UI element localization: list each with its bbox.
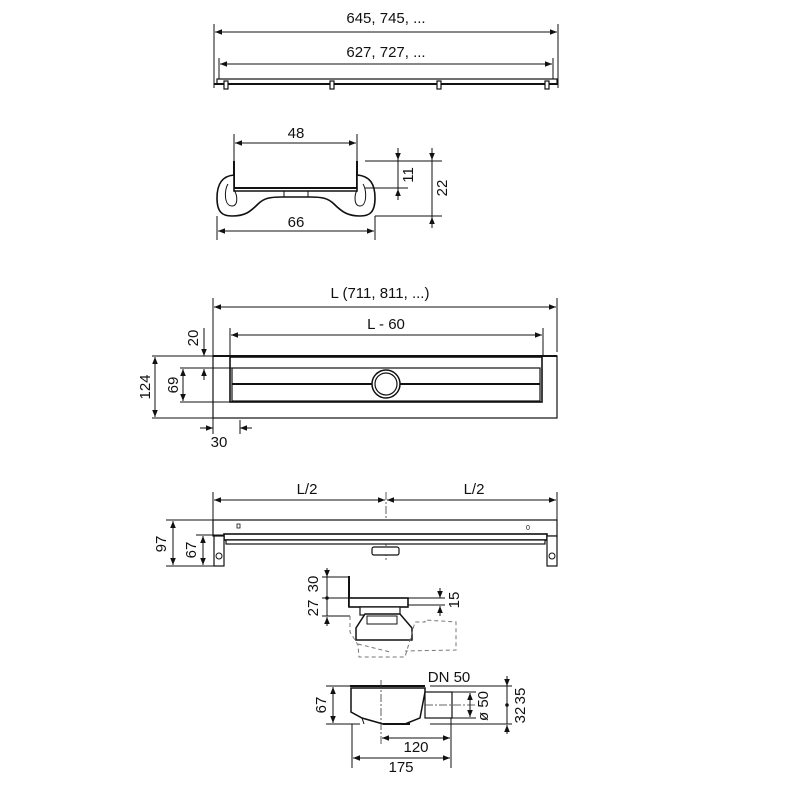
outer-length-label: 645, 745, ... [346,10,425,27]
outlet-view: DN 50 67 ø 50 35 32 120 175 [313,669,529,776]
height-total-label: 97 [153,536,170,553]
offset-top-label: 20 [185,330,202,347]
dim-27-label: 27 [305,600,322,617]
lower-height-label: 32 [512,707,529,724]
dim-30-label: 30 [305,576,322,593]
top-view: L (711, 811, ...) L - 60 124 69 20 30 [137,285,558,451]
height-rail-label: 67 [183,542,200,559]
dim-15-label: 15 [446,592,463,609]
inner-length-label: L - 60 [367,316,405,333]
grate-length-view: 645, 745, ... 627, 727, ... [213,10,559,90]
depth-upper-label: 11 [400,167,417,183]
upper-height-label: 35 [512,688,529,705]
foot-left [213,535,225,567]
inner-length-label: 627, 727, ... [346,44,425,61]
pipe-size-label: DN 50 [428,669,471,686]
outer-width-label: 66 [288,214,305,231]
grate-width-label: 69 [165,377,182,394]
depth-total-label: 22 [434,180,451,197]
drain-detail-view: 30 27 15 [305,568,463,658]
cross-section-view: 48 66 11 22 [216,125,451,240]
diameter-label: ø 50 [475,691,492,721]
dim-175-label: 175 [388,759,413,776]
drain-body [355,613,413,641]
drain-outlet-side [371,546,400,556]
foot-right [546,535,558,567]
half-length-right-label: L/2 [464,481,485,498]
channel-body [216,174,376,217]
outlet-height-label: 67 [313,697,330,714]
side-view: L/2 L/2 0 97 67 [153,481,558,567]
inner-width-label: 48 [288,125,305,142]
drain-plate [348,597,409,608]
channel-inner [233,161,358,189]
dim-120-label: 120 [403,739,428,756]
total-width-label: 124 [137,374,154,399]
half-length-left-label: L/2 [297,481,318,498]
marking-zero: 0 [526,525,530,532]
length-label: L (711, 811, ...) [331,285,430,302]
grate-clips [223,80,550,90]
end-offset-label: 30 [211,434,228,451]
